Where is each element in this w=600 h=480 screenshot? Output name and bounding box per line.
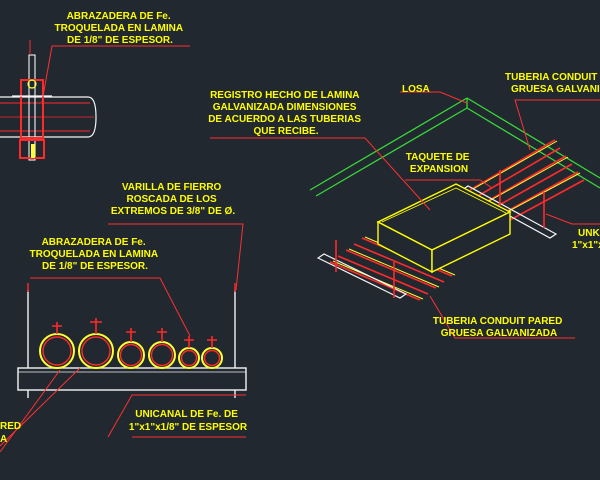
leader-clamp-top: [41, 45, 190, 103]
label-pipe-left-partial: RED A: [0, 421, 24, 445]
label-tuberia-bottom: TUBERIA CONDUIT PARED GRUESA GALVANIZADA: [433, 316, 565, 339]
label-threaded-rod: VARILLA DE FIERRO ROSCADA DE LOS EXTREMO…: [111, 182, 235, 217]
label-unicanal: UNICANAL DE Fe. DE 1"x1"x1/8" DE ESPESOR: [129, 409, 248, 433]
leader-threaded-rod: [108, 223, 244, 291]
label-taquete: TAQUETE DE EXPANSION: [406, 152, 473, 175]
label-registro: REGISTRO HECHO DE LAMINA GALVANIZADA DIM…: [208, 90, 364, 137]
leader-losa: [400, 91, 468, 104]
conduit-pipes: [39, 333, 223, 369]
isometric-slab-detail: REGISTRO HECHO DE LAMINA GALVANIZADA DIM…: [208, 72, 600, 339]
registro-box: [376, 183, 512, 274]
leader-clamp-mid: [30, 277, 191, 337]
unicanal-bottom: [316, 253, 408, 299]
unicanal-top: [460, 185, 558, 239]
leader-unk: [545, 213, 600, 225]
leader-registro: [210, 137, 431, 211]
leader-unicanal: [107, 394, 246, 438]
leader-taquete: [405, 179, 493, 189]
threaded-rod: [28, 54, 36, 161]
unicanal-detail: VARILLA DE FIERRO ROSCADA DE LOS EXTREMO…: [0, 182, 248, 453]
leader-tuberia-bottom: [429, 295, 575, 339]
unicanal-channel: [17, 367, 247, 391]
label-unk-partial: UNK 1"x1"x: [572, 228, 600, 251]
label-clamp-top: ABRAZADERA DE Fe. TROQUELADA EN LAMINA D…: [55, 11, 186, 46]
pipe-clamps: [52, 318, 217, 348]
top-clamp-detail: ABRAZADERA DE Fe. TROQUELADA EN LAMINA D…: [0, 11, 190, 161]
pipe-clamp: [20, 79, 44, 139]
horizontal-pipe: [0, 96, 97, 138]
label-tuberia-top: TUBERIA CONDUIT GRUESA GALVANI: [505, 72, 600, 95]
leader-tuberia-top: [514, 99, 600, 151]
label-clamp-mid: ABRAZADERA DE Fe. TROQUELADA EN LAMINA D…: [30, 237, 161, 272]
label-losa: LOSA: [402, 84, 430, 95]
